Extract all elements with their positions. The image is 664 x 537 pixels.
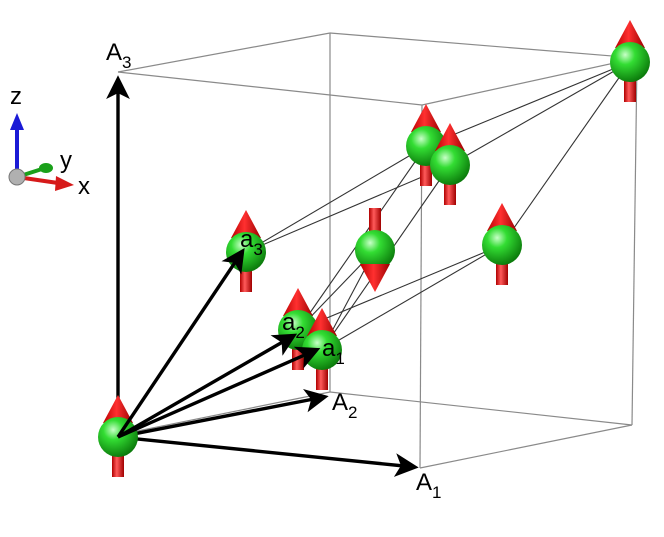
vector-a1 (117, 346, 321, 439)
label-A2: A2 (332, 389, 357, 422)
spin-up-arrowhead (487, 203, 517, 231)
label-a3: a3 (240, 226, 263, 259)
triad-z-arrowhead (10, 113, 24, 130)
lattice-vectors (106, 75, 419, 477)
spin-up-arrowhead (615, 20, 645, 48)
cell-edge (329, 32, 638, 59)
bond (449, 61, 631, 166)
spin-up-arrowhead (411, 104, 441, 132)
cell-edge (419, 424, 633, 469)
label-A3: A3 (106, 39, 131, 72)
triad-origin (8, 168, 26, 186)
atom-origin (98, 395, 138, 477)
vector-A2 (117, 388, 329, 439)
atom-top-right (610, 20, 650, 102)
label-a2: a2 (282, 309, 305, 342)
triad-y-label: y (60, 147, 72, 174)
atom-sphere (610, 42, 650, 82)
bond (321, 244, 503, 351)
triad-x-label: x (78, 173, 90, 200)
spin-up-arrowhead (307, 308, 337, 336)
bond (425, 61, 631, 147)
orientation-triad: z y x (8, 83, 90, 200)
cell-edge (117, 32, 331, 73)
cell-edge (117, 391, 331, 436)
bond (297, 244, 503, 331)
atom-sphere (430, 145, 470, 185)
vector-a2 (117, 333, 298, 439)
bond (245, 164, 451, 253)
primitive-vectors (116, 248, 321, 439)
atom-right (482, 203, 522, 285)
spin-up-arrowhead (283, 288, 313, 316)
cell-edge (117, 71, 423, 106)
bond (245, 145, 427, 253)
atom-center (355, 208, 395, 292)
spin-down-arrowhead (360, 264, 390, 292)
vector-A1 (117, 435, 419, 477)
label-a1: a1 (322, 335, 345, 368)
bond (501, 61, 631, 246)
cell-edge (329, 391, 633, 426)
cell-edge (421, 57, 638, 106)
triad-x-arrowhead (55, 176, 74, 191)
vector-labels: A3 A1 A2 a3 a2 a1 (106, 39, 441, 502)
spin-up-arrowhead (231, 210, 261, 238)
atom-sphere (355, 230, 395, 270)
spin-up-arrowhead (435, 123, 465, 151)
vector-a3 (116, 248, 245, 438)
atoms (98, 20, 650, 477)
cell-edge (631, 57, 638, 426)
bonds (245, 61, 631, 351)
triad-z-label: z (10, 83, 22, 110)
triad-y-arrowhead (39, 163, 53, 173)
atom-upper-front (430, 123, 470, 205)
label-A1: A1 (416, 469, 441, 502)
atom-sphere (482, 225, 522, 265)
spin-up-arrowhead (103, 395, 133, 423)
